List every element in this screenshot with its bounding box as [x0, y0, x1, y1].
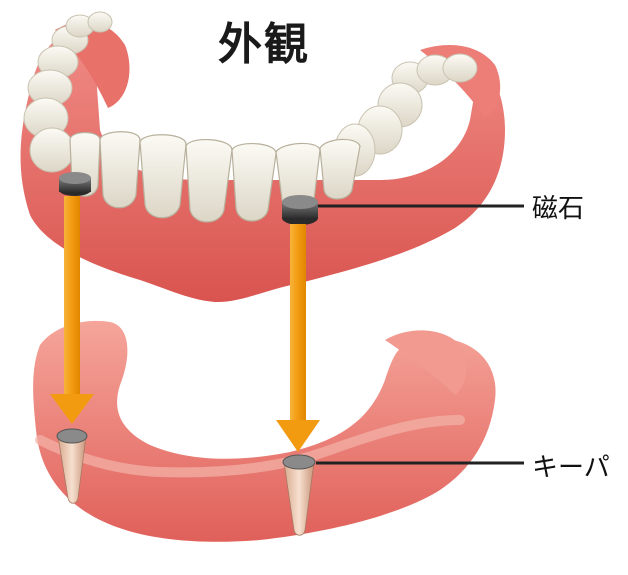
magnet-label: 磁石 — [532, 188, 584, 225]
magnet-left — [59, 172, 91, 196]
diagram-title: 外観 — [218, 8, 310, 72]
magnet-right — [282, 195, 318, 225]
lower-denture — [33, 321, 495, 542]
keeper-label: キーパ — [532, 447, 610, 484]
